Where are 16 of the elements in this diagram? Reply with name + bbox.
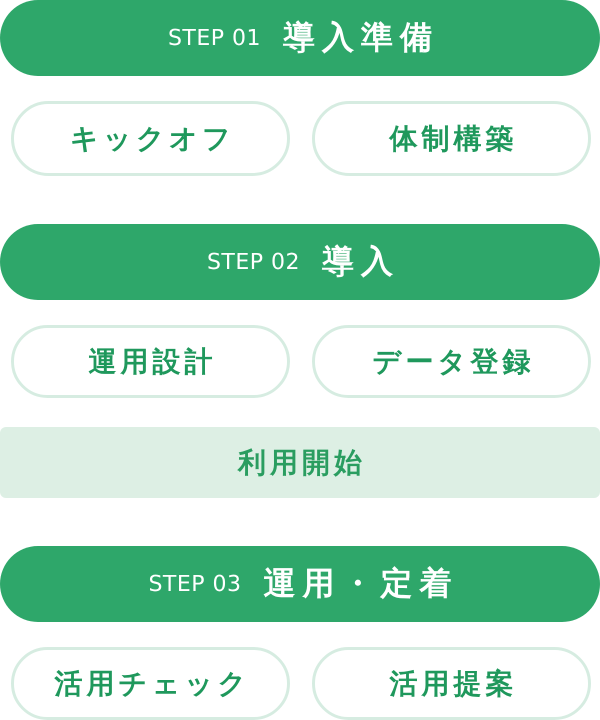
step-band — [0, 0, 600, 76]
step-band — [0, 224, 600, 300]
step-title: 運用・定着 — [264, 563, 459, 604]
step-number: STEP 03 — [148, 572, 242, 596]
task-pill: 活用チェック — [11, 647, 290, 720]
task-pill: キックオフ — [11, 101, 290, 176]
task-pill: 活用提案 — [312, 647, 591, 720]
task-pill: データ登録 — [312, 325, 591, 398]
task-pill: 運用設計 — [11, 325, 290, 398]
step-title: 導入準備 — [283, 17, 440, 58]
step-title: 導入 — [322, 241, 400, 282]
step-band — [0, 546, 600, 622]
step-number: STEP 01 — [168, 26, 262, 50]
step-number: STEP 02 — [206, 250, 300, 274]
milestone-band: 利用開始 — [0, 427, 600, 498]
task-pill: 体制構築 — [312, 101, 591, 176]
